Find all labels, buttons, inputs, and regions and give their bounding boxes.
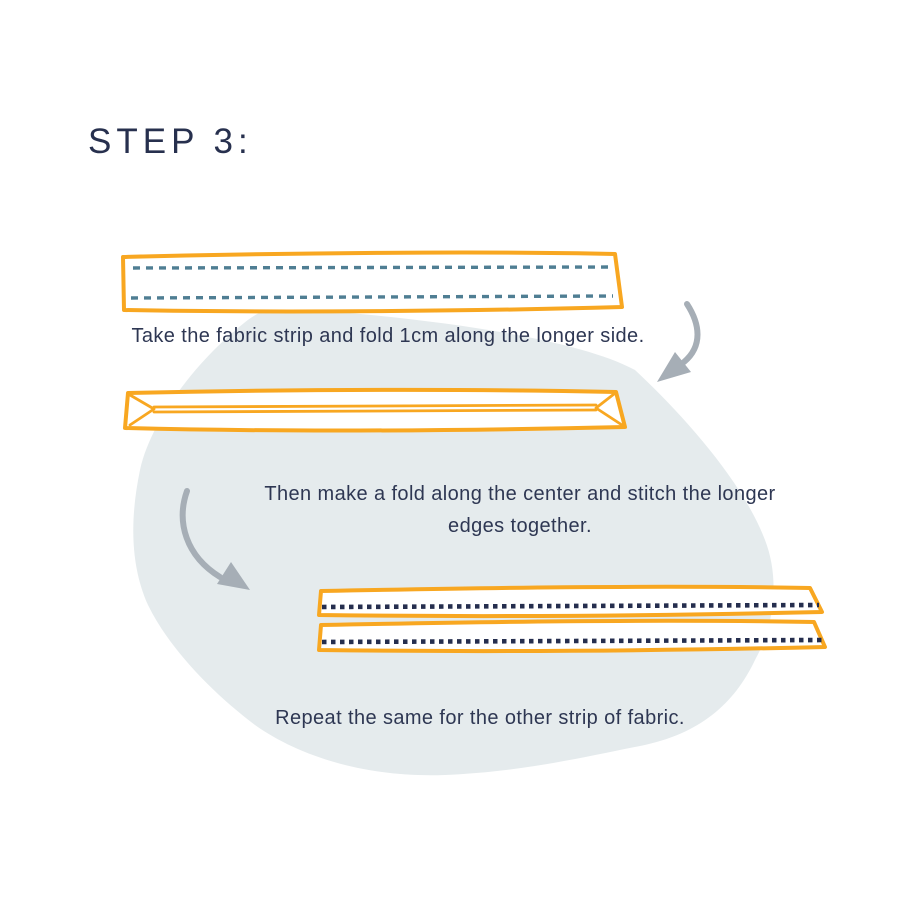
- strip-unfolded-outline: [121, 250, 624, 314]
- stitched-strip-bottom-illustration: [317, 618, 827, 653]
- step-caption-2: Then make a fold along the center and st…: [230, 478, 810, 542]
- strip-folded-center-line-bottom: [152, 408, 598, 414]
- curved-arrow-down-right-icon: [179, 488, 250, 590]
- step-caption-3: Repeat the same for the other strip of f…: [180, 702, 780, 734]
- stitched-strip-top-outline: [317, 584, 824, 618]
- arrow-curve: [179, 488, 223, 580]
- page-title: STEP 3:: [88, 122, 253, 161]
- step-caption-1-line-1: Take the fabric strip and fold 1cm along…: [131, 325, 645, 347]
- fabric-strip-folded-illustration: [123, 387, 627, 433]
- stitch-seam-line: [321, 637, 823, 645]
- curved-arrow-down-left-icon: [657, 301, 701, 382]
- arrow-head: [217, 562, 250, 590]
- arrow-head: [657, 352, 691, 382]
- fabric-strip-unfolded-illustration: [121, 250, 624, 314]
- step-caption-2-line-1: Then make a fold along the center and st…: [264, 483, 776, 505]
- stitch-seam-line: [321, 602, 820, 610]
- strip-folded-right-notch: [594, 392, 624, 427]
- fold-guide-line-top: [132, 265, 613, 270]
- fold-guide-line-bottom: [130, 294, 614, 300]
- step-caption-1: Take the fabric strip and fold 1cm along…: [58, 320, 718, 352]
- step-caption-2-line-2: edges together.: [448, 515, 592, 537]
- stitched-strip-top-illustration: [317, 584, 824, 618]
- strip-folded-center-line-top: [152, 403, 598, 409]
- stitched-strip-bottom-outline: [317, 618, 827, 653]
- arrow-curve: [681, 301, 701, 365]
- step-caption-3-line-1: Repeat the same for the other strip of f…: [275, 707, 685, 729]
- strip-folded-left-notch: [128, 393, 156, 427]
